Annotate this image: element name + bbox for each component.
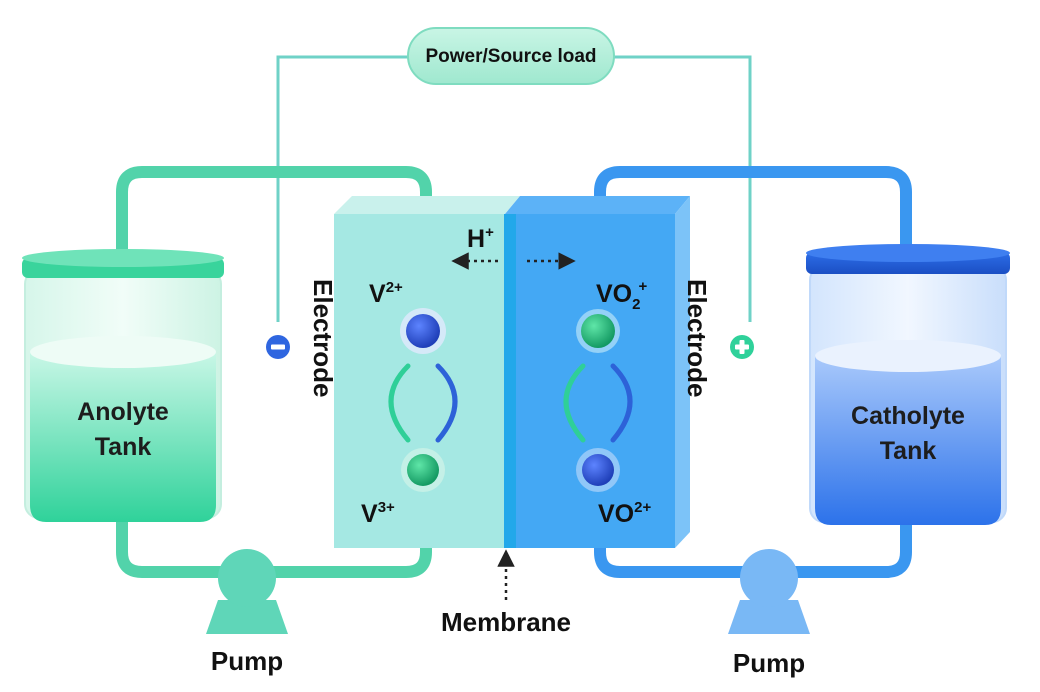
reaction-arc-right-cath xyxy=(610,363,633,443)
pump-label-left: Pump xyxy=(211,646,283,676)
reaction-arc-right xyxy=(435,363,458,443)
electrode-label-left: Electrode xyxy=(308,279,338,398)
anolyte-line2: Tank xyxy=(95,433,152,461)
pump-left xyxy=(206,549,288,634)
catholyte-half-cell-top xyxy=(505,196,690,214)
ion-ball-v2plus xyxy=(406,314,440,348)
ion-ball-v3plus xyxy=(407,454,439,486)
pump-right xyxy=(728,549,810,634)
ion-vo2plus: VO2+ xyxy=(596,278,647,313)
anolyte-tank: Anolyte Tank xyxy=(22,249,224,522)
ion-v2plus: V2+ xyxy=(369,279,403,308)
ion-vo2: VO2+ xyxy=(598,499,651,528)
catholyte-line2: Tank xyxy=(880,437,937,465)
anolyte-half-cell xyxy=(334,214,505,548)
catholyte-half-cell xyxy=(505,214,675,548)
proton-label: H+ xyxy=(467,224,494,253)
power-source-label: Power/Source load xyxy=(425,46,596,67)
proton-transfer: H+ xyxy=(451,224,576,270)
reaction-arc-left xyxy=(388,363,411,443)
cell-stack xyxy=(334,196,690,548)
wire-positive xyxy=(612,55,752,322)
wire-negative xyxy=(276,55,410,322)
membrane-label: Membrane xyxy=(441,607,571,637)
pump-label-right: Pump xyxy=(733,648,805,678)
catholyte-pipe-top xyxy=(594,166,912,268)
catholyte-half-cell-side xyxy=(675,196,690,548)
anolyte-half-cell-top xyxy=(334,196,520,214)
anolyte-line1: Anolyte xyxy=(77,398,169,426)
ion-ball-vo2 xyxy=(582,454,614,486)
catholyte-line1: Catholyte xyxy=(851,402,965,430)
ion-v3plus: V3+ xyxy=(361,499,395,528)
ion-ball-vo2plus xyxy=(581,314,615,348)
catholyte-tank: Catholyte Tank xyxy=(806,244,1010,525)
membrane-strip xyxy=(504,214,516,548)
anolyte-ions: V2+ V3+ xyxy=(361,279,458,528)
plus-circle-icon xyxy=(730,335,754,359)
catholyte-ions: VO2+ VO2+ xyxy=(563,278,651,528)
power-wires xyxy=(276,55,752,322)
anolyte-pipe-top xyxy=(116,166,432,272)
power-source-load: Power/Source load xyxy=(407,27,615,85)
minus-circle-icon xyxy=(266,335,290,359)
electrode-label-right: Electrode xyxy=(682,279,712,398)
reaction-arc-left-cath xyxy=(563,363,586,443)
